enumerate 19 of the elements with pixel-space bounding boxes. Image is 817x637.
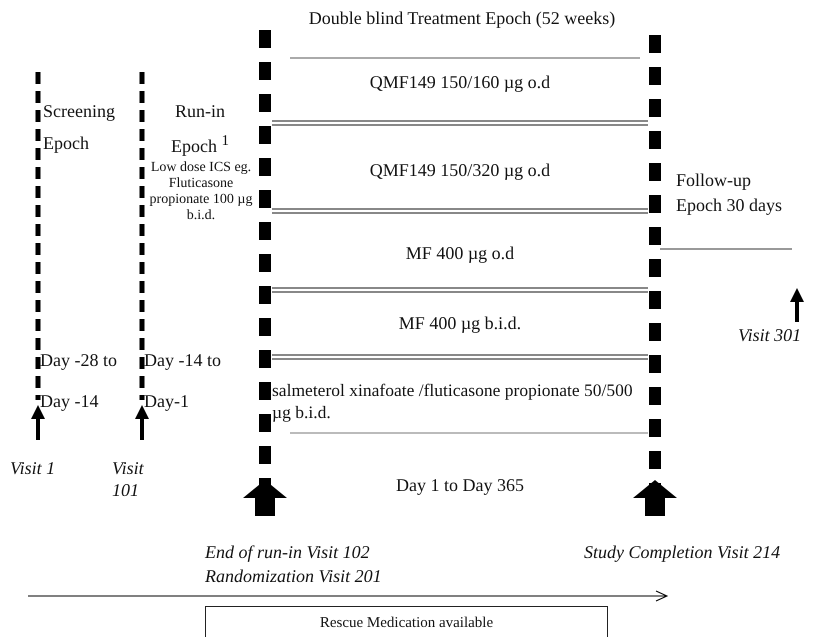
visit-label: Visit 101 bbox=[112, 458, 145, 502]
label-text: Low dose ICS eg. Fluticasone propionate 100 µg b.i.d. bbox=[148, 160, 254, 224]
visit-label: End of run-in Visit 102 Randomization Visit 201 bbox=[205, 541, 383, 588]
label-text: QMF149 150/160 µg o.d bbox=[368, 72, 552, 94]
title: Double blind Treatment Epoch (52 weeks) bbox=[308, 8, 616, 30]
visit-label: Visit 1 bbox=[10, 458, 56, 480]
visit-label: Study Completion Visit 214 bbox=[584, 541, 782, 564]
label-text: MF 400 µg b.i.d. bbox=[398, 313, 522, 335]
label-text: salmeterol xinafoate /fluticasone propionate 50/500 µg b.i.d. bbox=[272, 380, 634, 424]
label-text: Screening Epoch bbox=[43, 100, 113, 155]
label-text: Day -28 to Day -14 bbox=[40, 349, 118, 414]
label-text: Day 1 to Day 365 bbox=[395, 475, 525, 497]
visit-label: Visit 301 bbox=[738, 325, 802, 347]
rescue-medication-box: Rescue Medication available bbox=[205, 606, 608, 637]
label-text: Day -14 to Day-1 bbox=[144, 349, 222, 414]
label-text: QMF149 150/320 µg o.d bbox=[368, 160, 552, 182]
label-text: MF 400 µg o.d bbox=[404, 243, 516, 265]
label-text: Run-in Epoch $^{1}$ bbox=[170, 100, 230, 158]
label-text: Follow-up Epoch 30 days bbox=[676, 169, 783, 218]
